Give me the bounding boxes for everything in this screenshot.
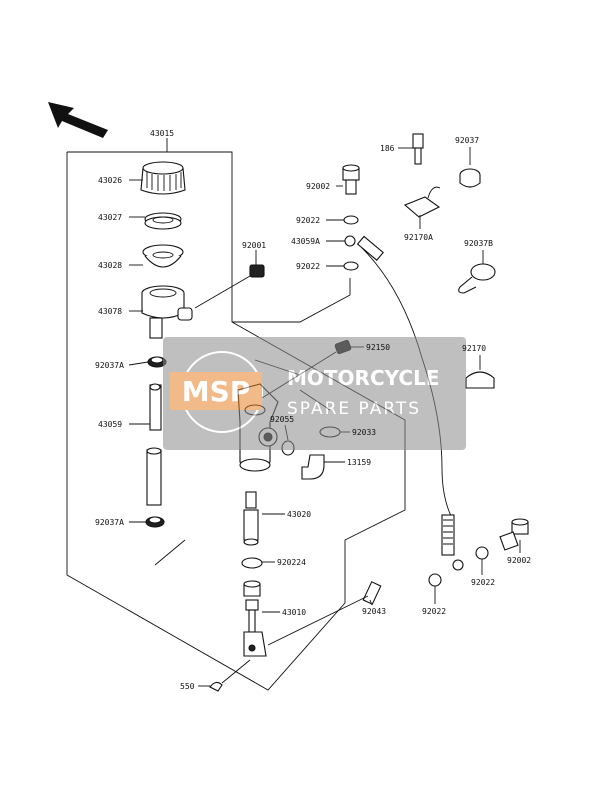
washer-43059a-part — [344, 235, 356, 247]
piston-assembly-part — [243, 491, 259, 546]
washer-92022-b-part — [343, 261, 359, 271]
part-label-92150: 92150 — [366, 343, 390, 352]
part-label-92043: 92043 — [362, 607, 386, 616]
part-label-92002-bottom: 92002 — [507, 556, 531, 565]
washer-92022-a-part — [343, 215, 359, 225]
watermark-title: MOTORCYCLE — [287, 366, 439, 390]
circlip-920224-part — [241, 557, 263, 569]
part-label-550: 550 — [180, 682, 195, 691]
part-label-43010: 43010 — [282, 608, 306, 617]
diaphragm-plate-part — [144, 212, 182, 230]
part-label-92002-top: 92002 — [306, 182, 330, 191]
banjo-bolt-bottom-part — [499, 518, 529, 551]
watermark-logo: MSP — [182, 375, 251, 408]
part-label-43015: 43015 — [150, 129, 174, 138]
hose-clamp-92037b-part — [458, 263, 496, 294]
part-label-43020: 43020 — [287, 510, 311, 519]
diaphragm-part — [142, 244, 184, 268]
hose-fitting-elbow-part — [301, 454, 325, 480]
banjo-bolt-top-part — [342, 164, 360, 195]
part-label-92001: 92001 — [242, 241, 266, 250]
part-label-43059: 43059 — [98, 420, 122, 429]
part-label-43027: 43027 — [98, 213, 122, 222]
assembly-outline — [66, 151, 406, 691]
part-label-43026: 43026 — [98, 176, 122, 185]
grommet-part — [459, 168, 481, 188]
part-label-13159: 13159 — [347, 458, 371, 467]
front-direction-arrow-icon — [48, 102, 108, 138]
part-label-92037a-bottom: 92037A — [95, 518, 124, 527]
clip-92170-part — [465, 371, 495, 389]
watermark: MSP MOTORCYCLE SPARE PARTS — [163, 337, 466, 450]
part-label-43059a: 43059A — [291, 237, 320, 246]
reservoir-cap-part — [140, 161, 186, 195]
part-label-92022-c: 92022 — [422, 607, 446, 616]
part-label-920224: 920224 — [277, 558, 306, 567]
part-label-92170a: 92170A — [404, 233, 433, 242]
clevis-pin-part — [267, 581, 382, 646]
washer-92022-c-part — [428, 573, 442, 587]
washer-92022-d-part — [475, 546, 489, 560]
part-label-186: 186 — [380, 144, 395, 153]
part-label-92170: 92170 — [462, 344, 486, 353]
part-label-43078: 43078 — [98, 307, 122, 316]
part-label-92033: 92033 — [352, 428, 376, 437]
part-label-92055: 92055 — [270, 415, 294, 424]
part-label-92022-d: 92022 — [471, 578, 495, 587]
part-label-43028: 43028 — [98, 261, 122, 270]
part-label-92022-b: 92022 — [296, 262, 320, 271]
push-rod-part — [243, 580, 267, 657]
bracket-92170a-part — [403, 133, 441, 218]
part-label-92022-a: 92022 — [296, 216, 320, 225]
part-labels: 43015 43026 43027 43028 43078 92037A 430… — [95, 129, 531, 691]
leader-lines — [128, 147, 521, 687]
part-label-92037b: 92037B — [464, 239, 493, 248]
reservoir-tank-part — [141, 285, 193, 339]
hose-clamp-bottom-part — [145, 516, 165, 528]
cotter-pin-part — [209, 659, 251, 692]
watermark-subtitle: SPARE PARTS — [287, 399, 421, 419]
part-label-92037a-top: 92037A — [95, 361, 124, 370]
bolt-92001-part — [194, 264, 265, 309]
reservoir-hose-part — [146, 383, 162, 506]
part-label-92037: 92037 — [455, 136, 479, 145]
